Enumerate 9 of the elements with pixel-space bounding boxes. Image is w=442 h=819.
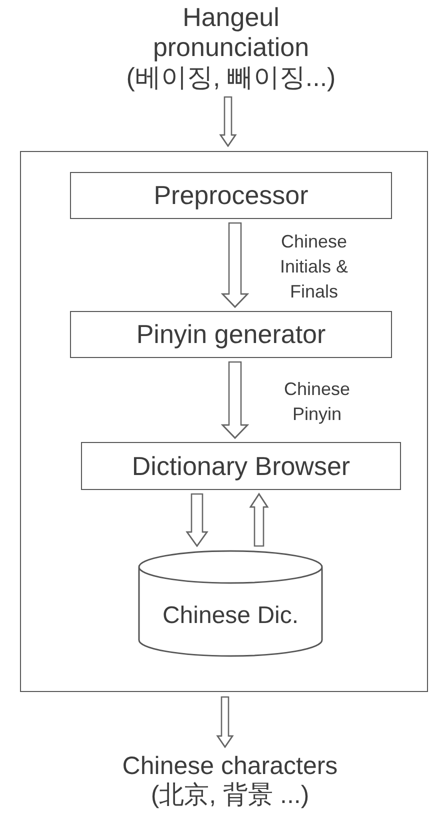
input-label: Hangeul pronunciation <box>152 2 310 62</box>
frame-box <box>20 151 428 692</box>
database-cylinder: Chinese Dic. <box>138 550 323 657</box>
process-box: Preprocessor <box>70 172 392 219</box>
input-examples: (베이징, 빼이징...) <box>126 62 336 92</box>
output-label: Chinese characters <box>122 752 338 781</box>
output-examples: (北京, 背景 ...) <box>150 781 310 810</box>
process-box: Pinyin generator <box>70 311 392 358</box>
process-box: Dictionary Browser <box>81 442 401 490</box>
